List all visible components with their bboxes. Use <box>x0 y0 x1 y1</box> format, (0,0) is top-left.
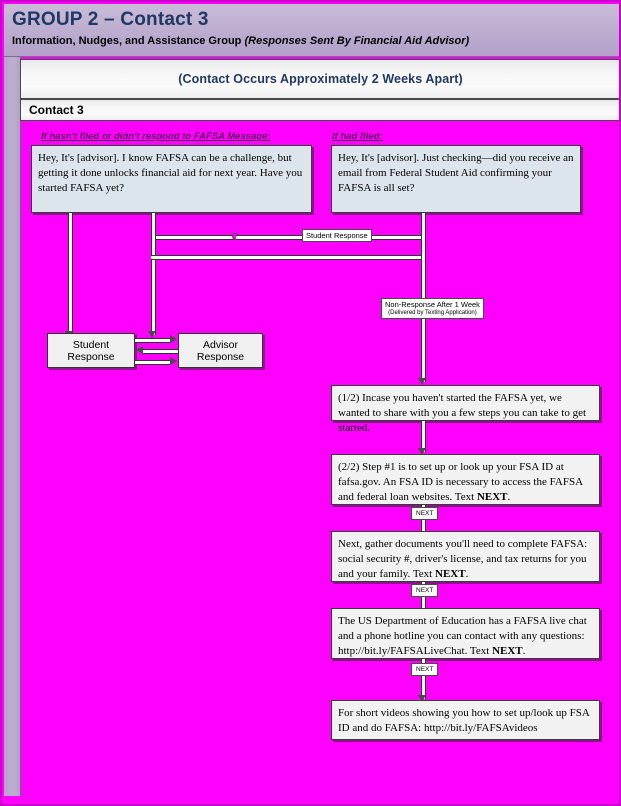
node-advisor-response: Advisor Response <box>178 333 263 368</box>
edge-label-non-response-main: Non-Response After 1 Week <box>385 300 480 309</box>
message-livechat: The US Department of Education has a FAF… <box>331 608 600 659</box>
connector-left-drop-2-upper <box>151 213 156 235</box>
message-step-1: (1/2) Incase you haven't started the FAF… <box>331 385 600 434</box>
arrowhead-nonresponse <box>418 378 426 385</box>
arrowhead-node-middle <box>136 346 143 354</box>
message-livechat-post: . <box>522 645 526 657</box>
connector-left-elbow-top <box>151 235 236 240</box>
connector-right-drop-upper <box>421 213 426 255</box>
edge-label-non-response-sub: (Delivered by Texting Application) <box>388 310 477 316</box>
arrowhead-left-drop-2 <box>148 331 156 338</box>
connector-node-bottom <box>135 360 171 365</box>
page-header: GROUP 2 – Contact 3 Information, Nudges,… <box>4 4 619 57</box>
connector-node-middle <box>143 349 178 354</box>
message-step-2: (2/2) Step #1 is to set up or look up yo… <box>331 454 600 505</box>
message-documents-bold: NEXT <box>435 568 466 580</box>
connector-return-leg <box>151 255 423 260</box>
connector-livechat-to-videos <box>421 659 426 699</box>
edge-label-next-3: NEXT <box>411 663 439 676</box>
message-step-2-bold: NEXT <box>476 491 508 503</box>
arrowhead-node-top <box>170 335 177 343</box>
arrowhead-step1-to-step2 <box>418 448 426 455</box>
connector-documents-to-livechat <box>421 582 426 617</box>
message-livechat-pre: The US Department of Education has a FAF… <box>338 615 587 657</box>
connector-node-top <box>135 338 171 343</box>
edge-label-student-response: Student Response <box>302 229 372 242</box>
message-documents: Next, gather documents you'll need to co… <box>331 531 600 582</box>
message-step-2-pre: (2/2) Step #1 is to set up or look up yo… <box>338 461 583 503</box>
caption-right-branch: If had filed: <box>332 131 383 142</box>
arrowhead-livechat-to-videos <box>418 695 426 702</box>
connector-left-drop-1 <box>68 213 73 335</box>
message-livechat-bold: NEXT <box>492 645 523 657</box>
message-documents-post: . <box>465 568 469 580</box>
contact-cadence-text: (Contact Occurs Approximately 2 Weeks Ap… <box>178 72 463 86</box>
contact-cadence-banner: (Contact Occurs Approximately 2 Weeks Ap… <box>20 59 619 99</box>
page-subtitle-italic: (Responses Sent By Financial Aid Advisor… <box>244 35 470 47</box>
message-videos: For short videos showing you how to set … <box>331 700 600 740</box>
edge-label-next-2: NEXT <box>411 584 439 597</box>
page-title: GROUP 2 – Contact 3 <box>12 9 209 30</box>
message-right-initial: Hey, It's [advisor]. Just checking—did y… <box>331 145 581 213</box>
node-student-response: Student Response <box>47 333 135 368</box>
edge-label-non-response: Non-Response After 1 Week (Delivered by … <box>381 298 484 319</box>
connector-step2-to-documents <box>421 505 426 540</box>
edge-label-next-1: NEXT <box>411 507 439 520</box>
contact-section-label: Contact 3 <box>29 103 84 117</box>
caption-left-branch: If hasn't filed or didn't respond to FAF… <box>41 131 271 142</box>
left-gutter-band <box>4 57 21 796</box>
connector-step1-to-step2 <box>421 421 426 452</box>
connector-left-drop-2-lower <box>151 235 156 335</box>
message-step-2-post: . <box>507 491 511 503</box>
message-documents-pre: Next, gather documents you'll need to co… <box>338 538 588 580</box>
page-subtitle: Information, Nudges, and Assistance Grou… <box>12 33 619 49</box>
flow-canvas: If hasn't filed or didn't respond to FAF… <box>21 123 619 796</box>
arrowhead-node-bottom <box>170 357 177 365</box>
message-left-initial: Hey, It's [advisor]. I know FAFSA can be… <box>31 145 312 213</box>
page-subtitle-plain: Information, Nudges, and Assistance Grou… <box>12 35 245 47</box>
contact-section-banner: Contact 3 <box>20 99 619 121</box>
